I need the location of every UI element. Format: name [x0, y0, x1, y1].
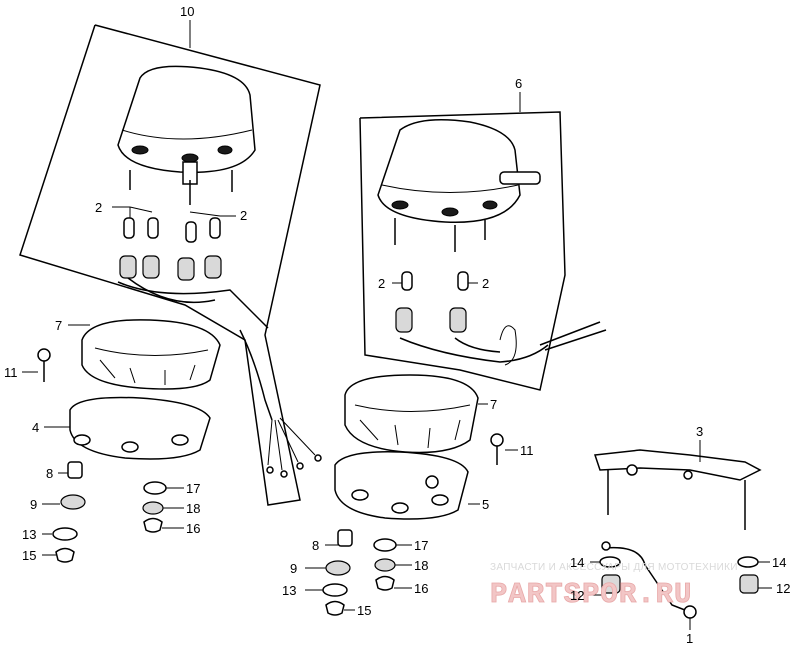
wire-harness-left [239, 329, 322, 478]
callout-3: 3 [696, 424, 703, 439]
watermark: ЗАПЧАСТИ И АКСЕССУАРЫ ДЛЯ МОТОТЕХНИКИ PA… [490, 562, 738, 611]
assembly-10-outline [19, 20, 321, 506]
callout-14-right: 14 [772, 555, 786, 570]
hardware-left [37, 348, 167, 563]
case-5 [334, 451, 469, 520]
watermark-brand: PARTSPOR.RU [490, 578, 692, 611]
leader-lines [22, 282, 772, 630]
assembly-6-outline [359, 92, 566, 391]
callout-2-a: 2 [95, 200, 102, 215]
bulbs-left [112, 206, 269, 329]
callout-5: 5 [482, 497, 489, 512]
bulbs-right [395, 271, 607, 366]
callout-15-left: 15 [22, 548, 36, 563]
callout-16-right: 16 [414, 581, 428, 596]
callout-12-right: 12 [776, 581, 790, 596]
callout-2-d: 2 [482, 276, 489, 291]
callout-9-right: 9 [290, 561, 297, 576]
callout-labels: 10 6 2 2 2 2 7 7 11 11 4 5 3 8 8 9 9 13 … [4, 4, 790, 646]
callout-8-right: 8 [312, 538, 319, 553]
callout-4: 4 [32, 420, 39, 435]
callout-11-left: 11 [4, 365, 18, 380]
callout-18-left: 18 [186, 501, 200, 516]
callout-7-right: 7 [490, 397, 497, 412]
callout-12-left: 12 [570, 588, 584, 603]
bracket-3 [593, 449, 762, 530]
callout-14-left: 14 [570, 555, 584, 570]
callout-11-right: 11 [520, 443, 534, 458]
callout-8-left: 8 [46, 466, 53, 481]
hardware-right [322, 433, 759, 616]
callout-2-c: 2 [378, 276, 385, 291]
callout-6: 6 [515, 76, 522, 91]
meter-6 [377, 119, 541, 252]
case-4 [69, 396, 211, 460]
callout-13-left: 13 [22, 527, 36, 542]
meter-10 [117, 65, 256, 205]
cover-7-right [344, 374, 479, 454]
callout-2-b: 2 [240, 208, 247, 223]
callout-18-right: 18 [414, 558, 428, 573]
callout-17-right: 17 [414, 538, 428, 553]
callout-10: 10 [180, 4, 194, 19]
callout-15-right: 15 [357, 603, 371, 618]
callout-9-left: 9 [30, 497, 37, 512]
callout-7-left: 7 [55, 318, 62, 333]
watermark-caption: ЗАПЧАСТИ И АКСЕССУАРЫ ДЛЯ МОТОТЕХНИКИ [490, 562, 738, 573]
callout-16-left: 16 [186, 521, 200, 536]
callout-13-right: 13 [282, 583, 296, 598]
callout-1: 1 [686, 631, 693, 646]
callout-17-left: 17 [186, 481, 200, 496]
cover-7-left [81, 319, 221, 390]
